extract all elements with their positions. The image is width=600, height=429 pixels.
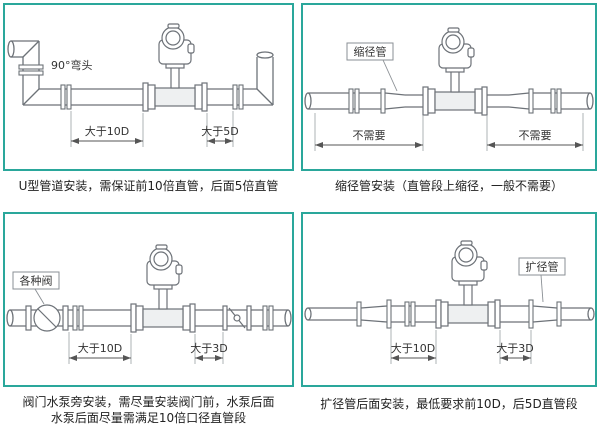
dim-label-upstream: 大于10D bbox=[78, 341, 122, 355]
dim-label-upstream: 大于10D bbox=[391, 341, 435, 355]
expander-callout: 扩径管 bbox=[518, 257, 566, 303]
expander-diagram: 扩径管 大于10D 大于3D bbox=[304, 240, 595, 364]
dimension-upstream: 大于10D bbox=[390, 328, 437, 364]
flowmeter bbox=[422, 27, 488, 116]
dimension-upstream: 不需要 bbox=[314, 113, 424, 151]
dim-label-upstream: 大于10D bbox=[85, 124, 129, 138]
flowmeter bbox=[142, 23, 208, 112]
pipe-flanges bbox=[348, 88, 562, 114]
panel-expander: 扩径管 大于10D 大于3D bbox=[301, 212, 597, 387]
reducer-callout: 缩径管 bbox=[346, 42, 398, 92]
valve-callout: 各种阀 bbox=[12, 271, 60, 305]
reducer-label: 缩径管 bbox=[354, 45, 387, 59]
caption-reducer: 缩径管安装（直管段上缩径，一般不需要） bbox=[334, 179, 563, 193]
caption-valve-line1: 阀门水泵旁安装，需尽量安装阀门前，水泵后面 bbox=[22, 395, 275, 409]
caption-expander: 扩径管后面安装，最低要求前10D，后5D直管段 bbox=[320, 397, 578, 411]
dimension-downstream: 大于3D bbox=[496, 330, 534, 364]
dimension-downstream: 不需要 bbox=[486, 113, 584, 151]
dim-label-downstream: 大于5D bbox=[201, 124, 238, 138]
flowmeter bbox=[435, 240, 501, 329]
dim-label-downstream: 大于3D bbox=[496, 341, 533, 355]
dim-label-downstream: 大于3D bbox=[190, 341, 227, 355]
dim-label-downstream: 不需要 bbox=[519, 129, 552, 142]
expander-label: 扩径管 bbox=[526, 260, 559, 274]
elbow-label: 90°弯头 bbox=[51, 58, 93, 72]
u-pipe-diagram: 90°弯头 大于10D 大于5D bbox=[7, 23, 274, 147]
dimension-upstream: 大于10D bbox=[68, 332, 132, 364]
pipe-flanges bbox=[356, 299, 562, 329]
panel-u-pipe: 90°弯头 大于10D 大于5D bbox=[3, 3, 294, 171]
ball-valve bbox=[25, 304, 69, 332]
flowmeter bbox=[130, 244, 196, 333]
valve-label: 各种阀 bbox=[20, 274, 53, 288]
valve-diagram: 各种阀 大于10D 大于3D bbox=[6, 244, 292, 364]
dim-label-upstream: 不需要 bbox=[353, 129, 386, 142]
pipe-flanges bbox=[72, 305, 274, 331]
caption-valve: 阀门水泵旁安装，需尽量安装阀门前，水泵后面 水泵后面尽量需满足10倍口径直管段 bbox=[3, 394, 294, 426]
dimension-upstream: 大于10D bbox=[70, 111, 144, 147]
caption-u-pipe: U型管道安装，需保证前10倍直管，后面5倍直管 bbox=[18, 179, 279, 193]
dimension-downstream: 大于3D bbox=[190, 332, 228, 364]
panel-valve: 各种阀 大于10D 大于3D bbox=[3, 212, 294, 387]
dimension-downstream: 大于5D bbox=[201, 111, 239, 147]
panel-reducer: 缩径管 不需要 不需要 bbox=[301, 3, 597, 171]
caption-valve-line2: 水泵后面尽量需满足10倍口径直管段 bbox=[50, 411, 247, 425]
pipe-run bbox=[304, 92, 594, 110]
pipe-flanges bbox=[18, 64, 244, 110]
reducer-diagram: 缩径管 不需要 不需要 bbox=[304, 27, 594, 151]
